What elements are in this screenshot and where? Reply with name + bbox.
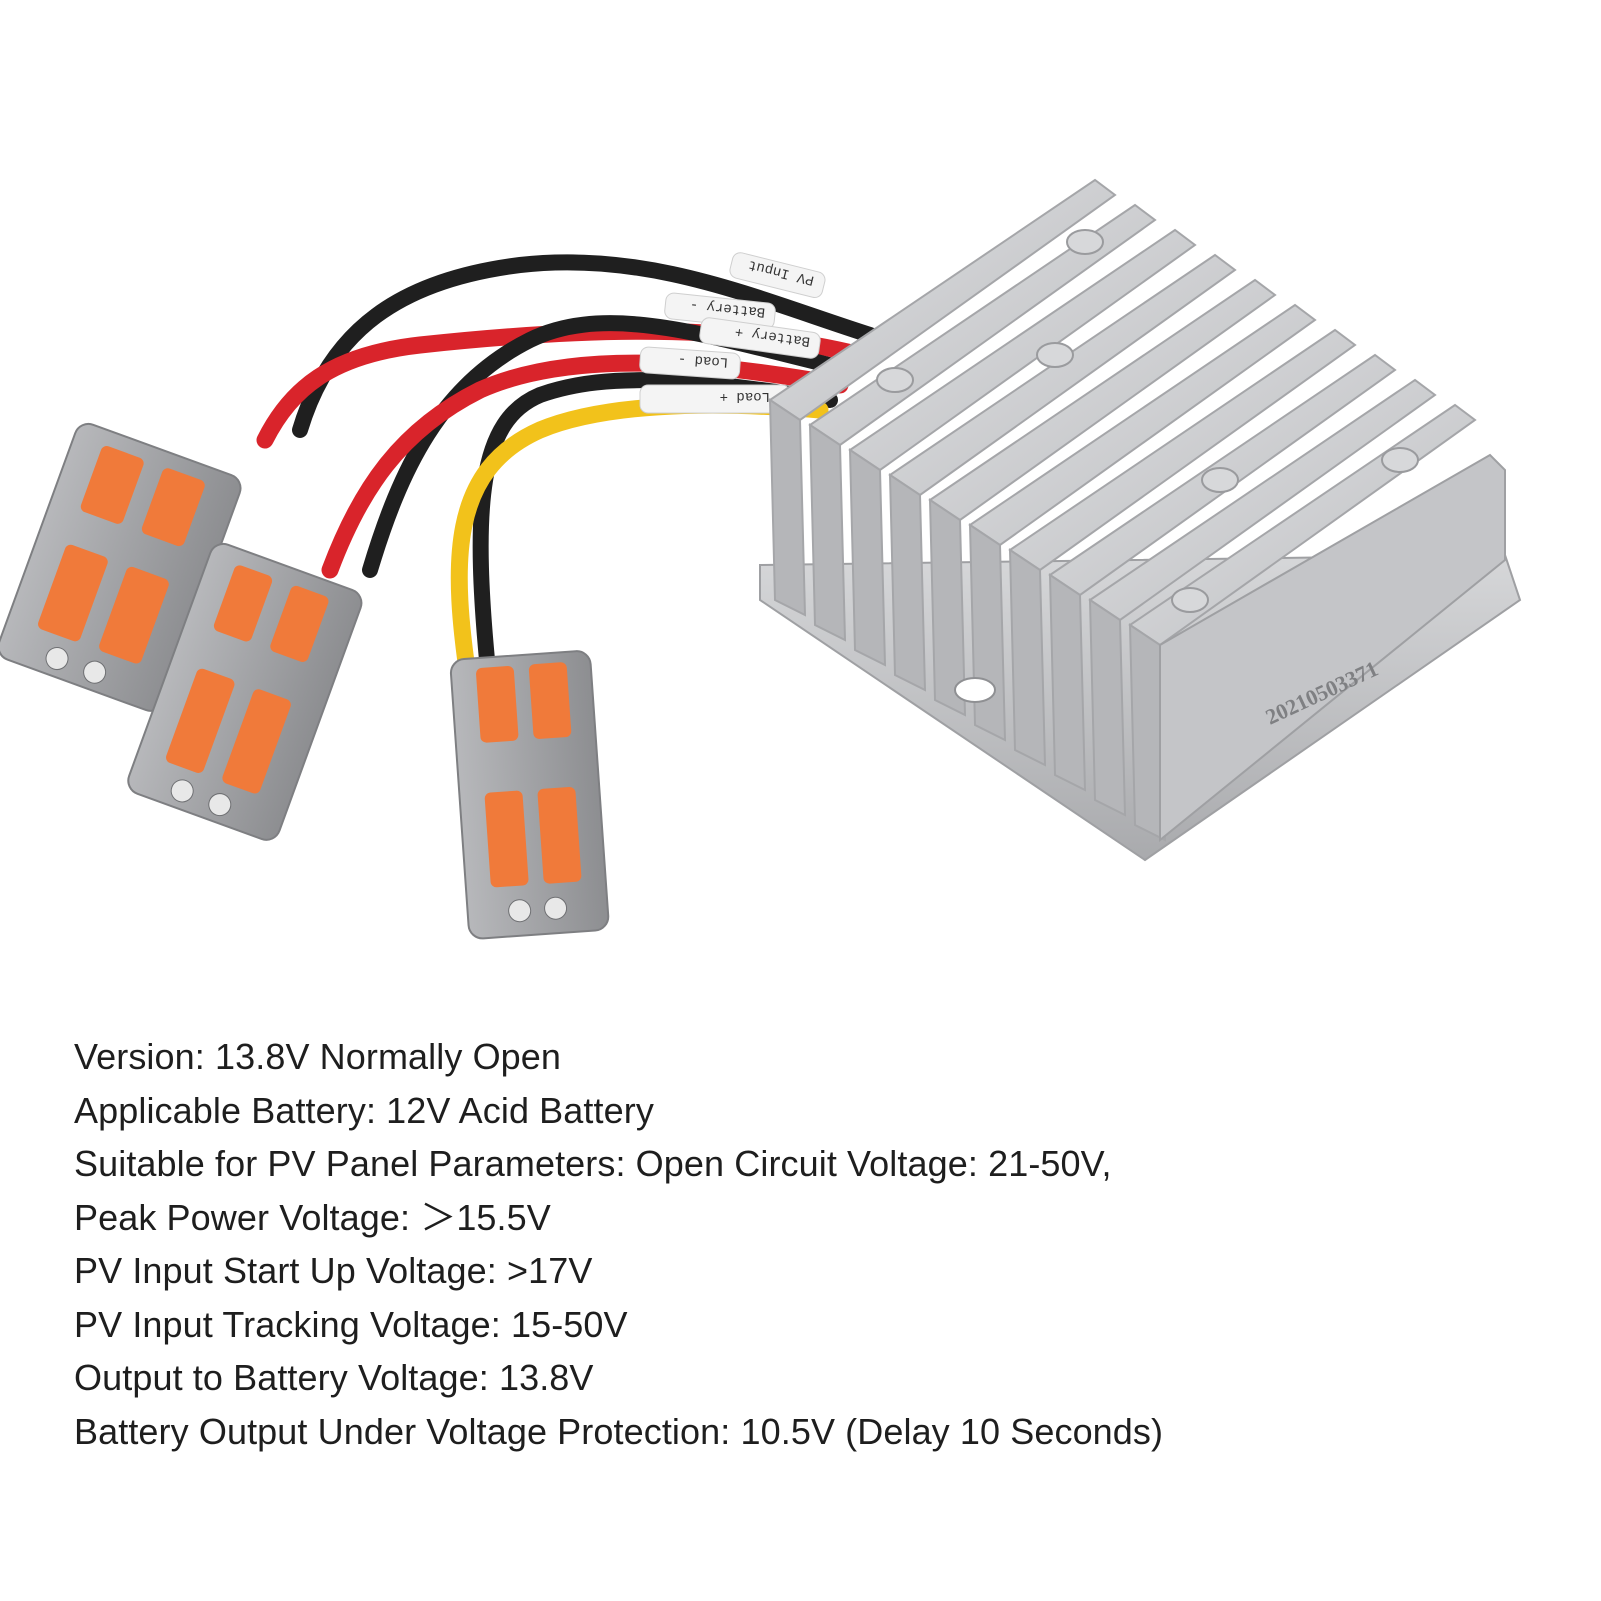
wire-label-load-pos: Load + — [720, 388, 770, 404]
spec-pv-tracking-voltage: PV Input Tracking Voltage: 15-50V — [74, 1303, 628, 1345]
spec-version: Version: 13.8V Normally Open — [74, 1036, 562, 1077]
wire-label-battery-neg: Battery - — [689, 296, 766, 320]
wire-black-1 — [292, 254, 878, 438]
spec-pv-panel-parameters: Suitable for PV Panel Parameters: Open C… — [74, 1143, 1112, 1184]
wire-connector-icon — [0, 422, 610, 940]
spec-list: Version: 13.8V Normally Open Applicable … — [74, 1030, 1534, 1458]
spec-output-battery-voltage: Output to Battery Voltage: 13.8V — [74, 1357, 594, 1398]
heatsink-fins — [768, 178, 1477, 842]
connector-3 — [449, 650, 610, 940]
product-photo: PV Input Battery - Battery + Load - Load… — [0, 178, 1522, 940]
mounting-hole — [954, 677, 996, 703]
spec-pv-startup-voltage: PV Input Start Up Voltage: >17V — [74, 1250, 593, 1291]
wire-labels: PV Input Battery - Battery + Load - Load… — [639, 252, 826, 414]
connector-2 — [127, 542, 363, 841]
controller-heatsink-icon: 20210503371 — [759, 178, 1522, 862]
fin-screw-bosses — [876, 229, 1419, 613]
wire-yellow-1 — [450, 396, 829, 699]
wire-label-load-neg: Load - — [677, 350, 728, 369]
spec-peak-power-voltage: Peak Power Voltage: ＞15.5V — [74, 1196, 551, 1238]
spec-undervoltage-protection: Battery Output Under Voltage Protection:… — [74, 1410, 1164, 1452]
spec-applicable-battery: Applicable Battery: 12V Acid Battery — [74, 1089, 654, 1131]
housing-end-face — [1159, 453, 1506, 843]
